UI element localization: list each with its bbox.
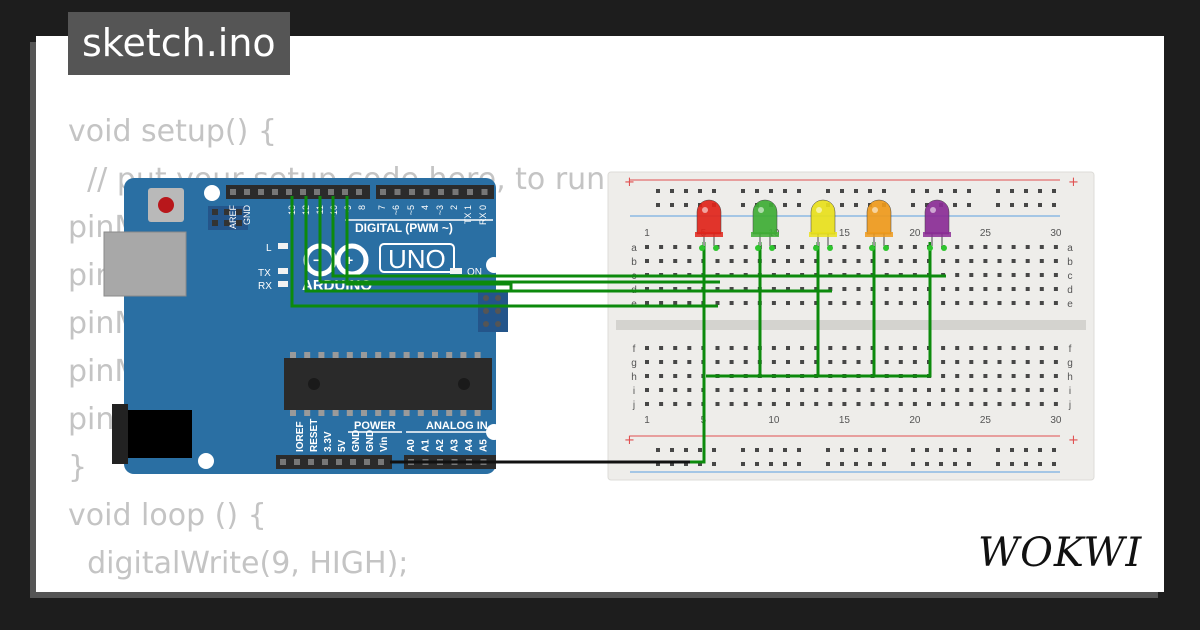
row-letter: b <box>1067 257 1073 268</box>
code-line: void setup() { <box>68 114 277 149</box>
yellow-led[interactable] <box>809 199 837 251</box>
breadboard: ++++115510101515202025253030aabbccddeeff… <box>607 171 1095 481</box>
row-letter: g <box>631 358 637 369</box>
rx-label: RX <box>258 281 272 292</box>
row-letter: g <box>1067 358 1073 369</box>
pin-label: 2 <box>449 205 459 210</box>
analog-pin-label: A4 <box>464 439 475 452</box>
pin-label: ~6 <box>391 205 401 215</box>
l-label: L <box>266 243 272 254</box>
row-letter: d <box>1067 285 1073 296</box>
column-number: 20 <box>909 228 921 239</box>
green-led[interactable] <box>751 199 779 251</box>
code-line: digitalWrite(9, HIGH); <box>68 546 409 581</box>
row-letter: h <box>631 372 637 383</box>
svg-text:WOKWI: WOKWI <box>978 530 1142 576</box>
analog-pin-label: A2 <box>435 439 446 452</box>
wokwi-logo: WOKWI <box>978 530 1142 576</box>
pin-label: ~3 <box>435 205 445 215</box>
pin-label: TX 1 <box>463 205 473 224</box>
row-letter: h <box>1067 372 1073 383</box>
model-label: UNO <box>388 244 446 274</box>
analog-pin-label: A0 <box>406 439 417 452</box>
wire <box>345 196 513 291</box>
file-title: sketch.ino <box>68 12 290 75</box>
rail-plus-label: + <box>1068 433 1079 448</box>
digital-label: DIGITAL (PWM ~) <box>355 221 453 235</box>
red-led[interactable] <box>695 199 723 251</box>
wires <box>290 196 946 464</box>
code-line: void loop () { <box>68 498 267 533</box>
power-label: POWER <box>354 420 396 432</box>
pin-label: RX 0 <box>478 205 488 225</box>
row-letter: i <box>633 386 635 397</box>
usb-port <box>103 231 187 297</box>
power-pin-label: 5V <box>337 439 348 452</box>
column-number: 30 <box>1050 228 1062 239</box>
power-pin-label: 3.3V <box>323 431 334 452</box>
rail-plus-label: + <box>624 433 635 448</box>
row-letter: e <box>1067 299 1073 310</box>
row-letter: f <box>1069 344 1072 355</box>
mount-hole <box>198 453 214 469</box>
pin-label: 4 <box>420 205 430 210</box>
power-header <box>276 455 392 469</box>
row-letter: c <box>1068 271 1073 282</box>
row-letter: j <box>1068 400 1071 411</box>
analog-pin-label: A1 <box>421 439 432 452</box>
on-label: ON <box>467 267 482 278</box>
row-letter: a <box>631 243 637 254</box>
row-letter: i <box>1069 386 1071 397</box>
purple-led[interactable] <box>923 199 951 251</box>
power-pin-label: Vin <box>379 437 390 452</box>
row-letter: f <box>633 344 636 355</box>
pin-label: 7 <box>377 205 387 210</box>
wire <box>706 242 932 378</box>
column-number: 1 <box>644 415 650 426</box>
digital-header-right <box>376 185 494 199</box>
power-pin-label: GND <box>351 430 362 452</box>
mount-hole <box>204 185 220 201</box>
power-pin-label: IOREF <box>295 421 306 452</box>
power-pin-label: RESET <box>309 419 320 452</box>
column-number: 15 <box>839 228 851 239</box>
orange-led[interactable] <box>865 199 893 251</box>
svg-text:−: − <box>313 252 321 268</box>
power-pin-label: GND <box>365 430 376 452</box>
analog-pin-label: A5 <box>479 439 490 452</box>
wire <box>331 196 946 278</box>
wire <box>304 196 832 293</box>
svg-text:+: + <box>345 252 353 268</box>
wire <box>290 196 718 308</box>
row-letter: a <box>1067 243 1073 254</box>
row-letter: b <box>631 257 637 268</box>
analog-label: ANALOG IN <box>426 420 488 432</box>
column-number: 10 <box>768 415 780 426</box>
column-number: 30 <box>1050 415 1062 426</box>
row-letter: j <box>632 400 635 411</box>
column-number: 1 <box>644 228 650 239</box>
mount-hole <box>486 257 502 273</box>
pin-label: ~5 <box>406 205 416 215</box>
rail-plus-label: + <box>1068 175 1079 190</box>
column-number: 20 <box>909 415 921 426</box>
leds <box>695 199 951 251</box>
pin-label: GND <box>242 205 252 226</box>
column-number: 25 <box>980 415 992 426</box>
tx-label: TX <box>258 268 271 279</box>
code-line: } <box>68 450 88 485</box>
rail-plus-label: + <box>624 175 635 190</box>
pin-label: 8 <box>357 205 367 210</box>
analog-pin-label: A3 <box>450 439 461 452</box>
pin-label: AREF <box>228 205 238 230</box>
column-number: 25 <box>980 228 992 239</box>
digital-header-left <box>226 185 370 199</box>
column-number: 15 <box>839 415 851 426</box>
